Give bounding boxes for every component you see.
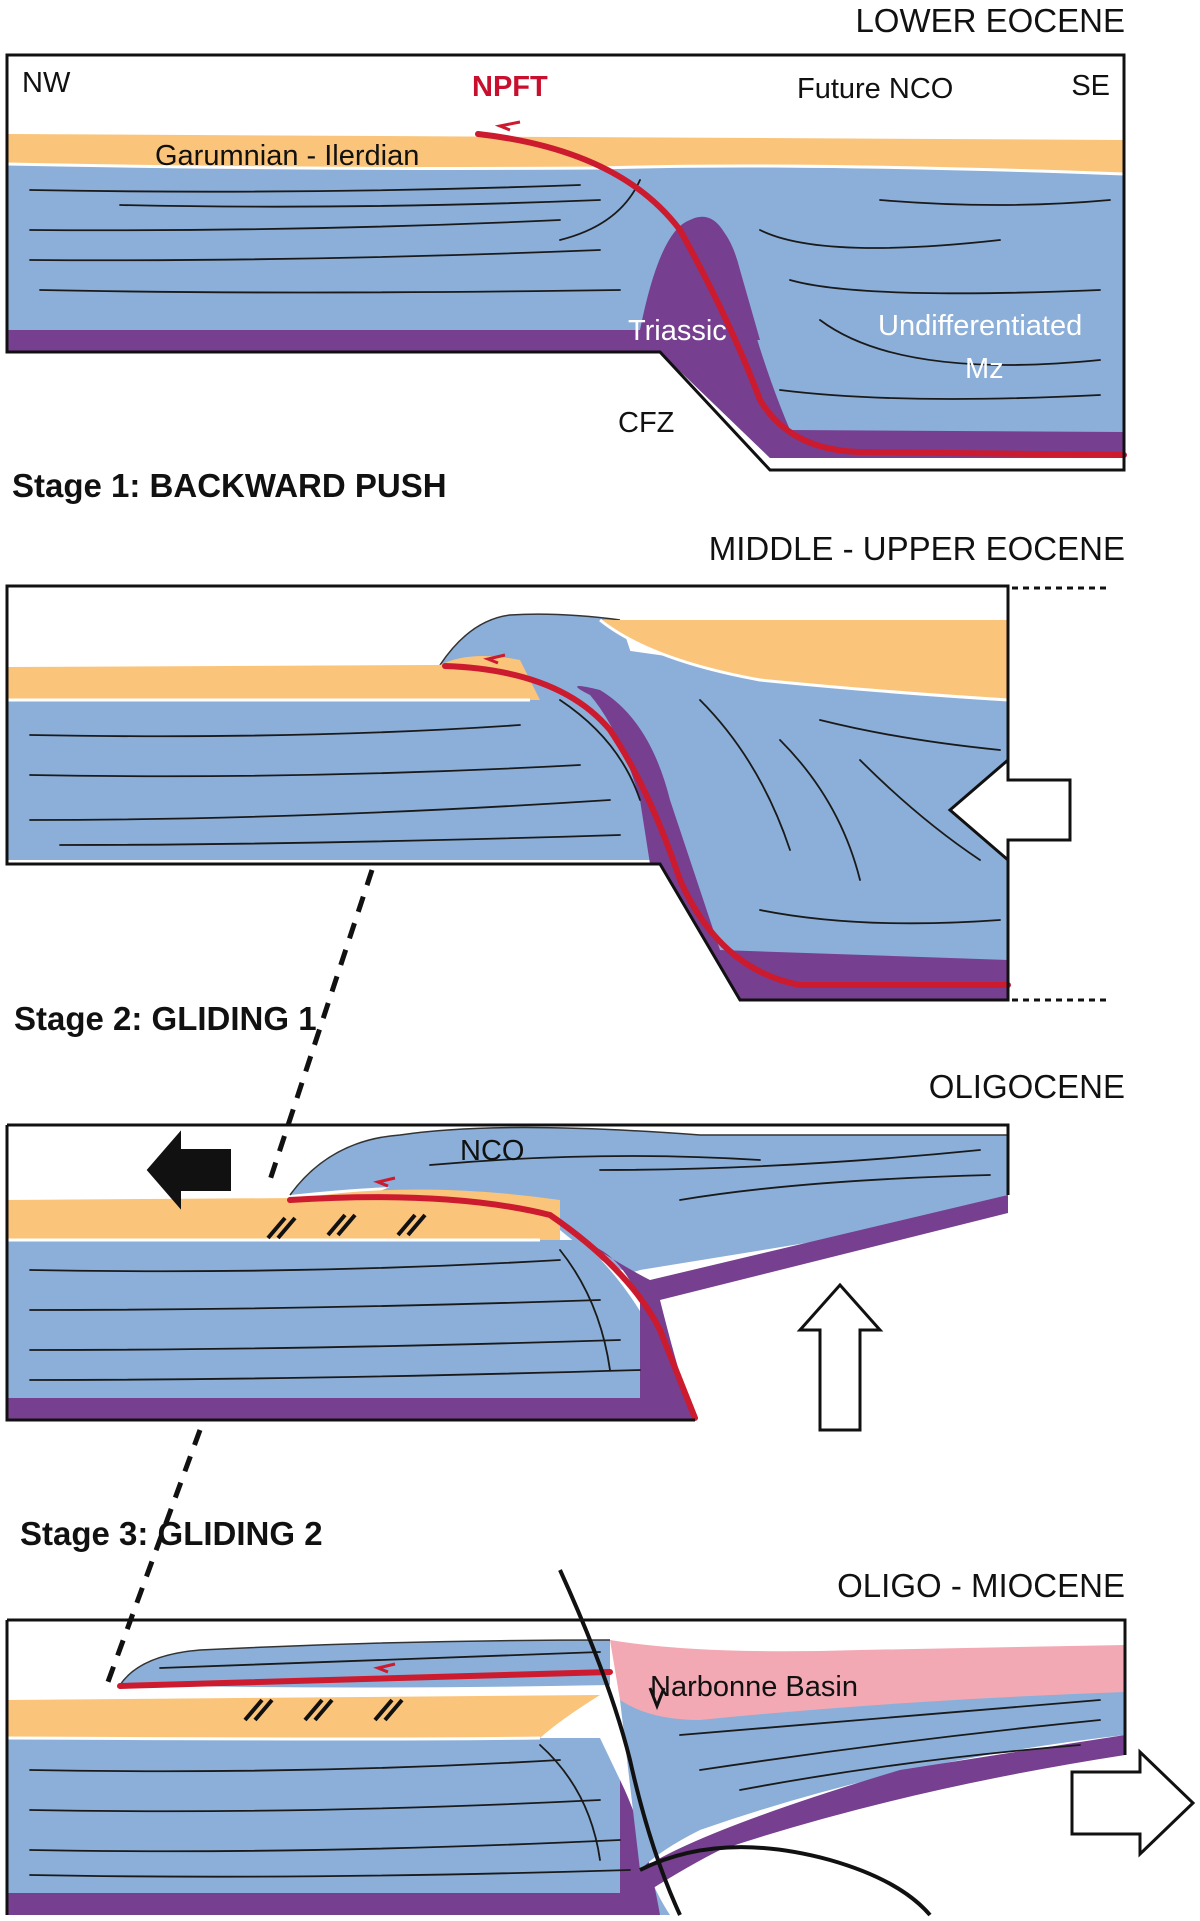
- narbonne-basin-fill: [610, 1640, 1125, 1720]
- nco-sheet: [290, 1127, 1008, 1195]
- garumnian-label: Garumnian - Ilerdian: [155, 140, 419, 172]
- normal-faults: [266, 1213, 427, 1240]
- salt-dome: [640, 218, 760, 340]
- npft-label: NPFT: [472, 71, 548, 103]
- future-nco-label: Future NCO: [797, 73, 953, 105]
- uplift-up-arrow: [796, 1282, 884, 1432]
- section-frame: [5, 53, 1126, 472]
- garumnian-layer: [7, 1189, 560, 1240]
- period-title: OLIGOCENE: [929, 1068, 1125, 1105]
- stage-1-title: Stage 1: BACKWARD PUSH: [12, 467, 447, 504]
- push-left-arrow: [947, 756, 1072, 864]
- garumnian-layer: [7, 656, 540, 700]
- triassic-layer: [7, 1780, 660, 1915]
- extension-right-arrow: [1070, 1748, 1196, 1858]
- period-title: MIDDLE - UPPER EOCENE: [709, 530, 1125, 567]
- undiff-label-1: Undifferentiated: [878, 310, 1082, 342]
- se-label: SE: [1071, 70, 1110, 102]
- triassic-label: Triassic: [628, 315, 727, 347]
- nco-label: NCO: [460, 1135, 524, 1167]
- panel-oligo-miocene: OLIGO - MIOCENE: [5, 1567, 1196, 1917]
- npft-fault: [117, 1669, 613, 1689]
- garumnian-layer: [7, 1695, 600, 1738]
- triassic-layer: [7, 686, 1008, 1000]
- npft-fault: [442, 663, 1011, 988]
- npft-fault: [287, 1194, 698, 1421]
- mesozoic-layer: [7, 630, 1008, 1000]
- section-frame: [5, 584, 1010, 1002]
- cross-section-3: [5, 1123, 1010, 1422]
- normal-faults: [243, 1698, 404, 1722]
- hanging-wall-blue: [620, 1690, 1125, 1870]
- cross-section-1: [5, 53, 1127, 472]
- cross-section-4: [5, 1569, 1127, 1917]
- narbonne-basin-label: Narbonne Basin: [650, 1671, 858, 1703]
- garumnian-layer-right: [600, 620, 1008, 700]
- mesozoic-layer: [7, 1738, 670, 1915]
- basin-bounding-fault: [558, 1569, 682, 1916]
- panel-lower-eocene: LOWER EOCENE: [5, 2, 1127, 504]
- stage-2-title: Stage 2: GLIDING 1: [14, 1000, 317, 1037]
- npft-fault: [475, 131, 1127, 458]
- correlation-line-2: [102, 1429, 203, 1691]
- mesozoic-lower: [7, 1240, 690, 1420]
- nw-label: NW: [22, 67, 71, 99]
- stage-3-title: Stage 3: GLIDING 2: [20, 1515, 323, 1552]
- panel-oligocene: OLIGOCENE: [5, 1068, 1125, 1552]
- section-frame: [5, 1123, 1010, 1422]
- section-frame: [5, 1618, 1127, 1915]
- mesozoic-layer: [7, 162, 1124, 458]
- cross-section-2: [5, 584, 1110, 1002]
- cfz-label: CFZ: [618, 407, 674, 439]
- triassic-layer: [7, 216, 1124, 458]
- panel-middle-upper-eocene: MIDDLE - UPPER EOCENE: [5, 530, 1125, 1037]
- hanging-wall-purple: [640, 1735, 1125, 1890]
- glide-left-arrow: [146, 1130, 231, 1210]
- listric-detachment: [639, 1845, 932, 1917]
- period-title: LOWER EOCENE: [855, 2, 1125, 39]
- undiff-label-2: Mz: [965, 353, 1004, 385]
- period-title: OLIGO - MIOCENE: [837, 1567, 1125, 1604]
